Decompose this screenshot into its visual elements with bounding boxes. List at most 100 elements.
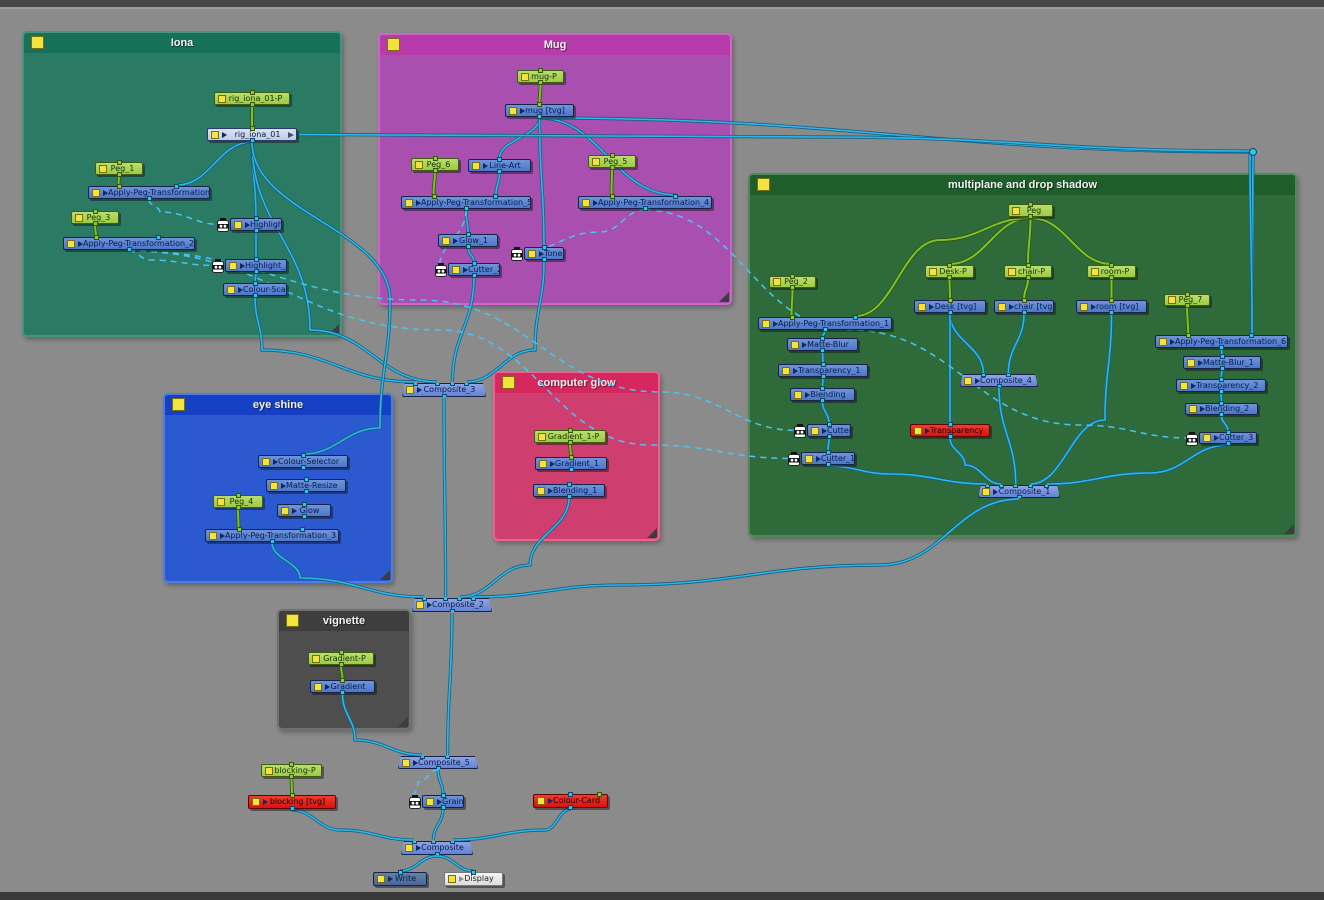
output-port[interactable] xyxy=(1184,303,1190,308)
output-port[interactable] xyxy=(249,138,255,143)
resize-handle-icon[interactable] xyxy=(719,292,729,302)
input-port[interactable] xyxy=(1218,377,1224,382)
input-port[interactable] xyxy=(471,870,476,875)
node-transp1[interactable]: Transparency_1 xyxy=(778,362,868,379)
input-port[interactable] xyxy=(413,381,418,386)
input-port[interactable] xyxy=(609,194,615,199)
input-port[interactable] xyxy=(249,90,255,95)
node-comp0[interactable]: Composite xyxy=(401,841,473,855)
edge-comp0-to-display[interactable] xyxy=(436,855,474,872)
mask-icon[interactable] xyxy=(216,217,230,232)
node-transp2[interactable]: Transparency_2 xyxy=(1176,377,1266,394)
group-note-icon[interactable] xyxy=(757,178,770,191)
note-icon[interactable] xyxy=(794,390,802,399)
input-port[interactable] xyxy=(397,870,403,875)
output-port[interactable] xyxy=(1109,310,1114,315)
output-port[interactable] xyxy=(1021,310,1027,315)
note-icon[interactable] xyxy=(281,506,289,515)
note-icon[interactable] xyxy=(582,198,590,207)
node-tone[interactable]: Tone xyxy=(511,245,564,262)
note-icon[interactable] xyxy=(762,319,770,328)
mask-icon[interactable] xyxy=(787,451,801,466)
node-mug[interactable]: mug [tvg] xyxy=(505,102,574,119)
input-port[interactable] xyxy=(471,261,477,266)
input-port[interactable] xyxy=(1109,263,1114,268)
input-port[interactable] xyxy=(820,362,826,367)
group-header-multiplane[interactable]: multiplane and drop shadow xyxy=(750,175,1295,195)
group-iona[interactable]: Iona xyxy=(22,31,342,337)
input-port[interactable] xyxy=(174,184,180,189)
node-apt2[interactable]: Apply-Peg-Transformation_2 xyxy=(63,235,195,252)
edge-comp2-to-comp5[interactable] xyxy=(446,612,453,756)
node-peg1[interactable]: Peg_1 xyxy=(95,160,143,177)
input-port[interactable] xyxy=(541,245,547,250)
note-icon[interactable] xyxy=(592,157,600,166)
note-icon[interactable] xyxy=(998,302,1006,311)
node-transp_red[interactable]: Transparency xyxy=(910,422,990,439)
input-port[interactable] xyxy=(852,315,858,320)
output-port[interactable] xyxy=(820,348,825,353)
node-apt6[interactable]: Apply-Peg-Transformation_6 xyxy=(1155,333,1288,350)
group-note-icon[interactable] xyxy=(172,398,185,411)
input-port[interactable] xyxy=(431,194,437,199)
input-port[interactable] xyxy=(435,381,440,386)
edge-blockp-to-block-outline[interactable] xyxy=(289,777,294,795)
note-icon[interactable] xyxy=(227,285,235,294)
input-port[interactable] xyxy=(1186,333,1192,338)
resize-handle-icon[interactable] xyxy=(329,324,339,334)
input-port[interactable] xyxy=(1249,333,1255,338)
node-glow1[interactable]: Glow_1 xyxy=(438,232,498,249)
node-gradp[interactable]: Gradient-P xyxy=(308,650,374,667)
output-port[interactable] xyxy=(567,440,573,445)
note-icon[interactable] xyxy=(209,531,217,540)
output-port[interactable] xyxy=(471,273,477,278)
group-header-computerglow[interactable]: computer glow xyxy=(495,373,658,393)
output-port[interactable] xyxy=(116,172,122,177)
output-port[interactable] xyxy=(609,165,615,170)
output-port[interactable] xyxy=(440,805,446,810)
note-icon[interactable] xyxy=(416,601,424,609)
note-icon[interactable] xyxy=(1180,381,1188,390)
resize-handle-icon[interactable] xyxy=(647,528,657,538)
note-icon[interactable] xyxy=(1091,267,1099,276)
edge-block-to-comp0-outline[interactable] xyxy=(291,808,414,842)
input-port[interactable] xyxy=(116,160,122,165)
note-icon[interactable] xyxy=(75,213,83,222)
input-port[interactable] xyxy=(568,792,573,797)
input-port[interactable] xyxy=(566,482,572,487)
note-icon[interactable] xyxy=(1203,434,1211,442)
note-icon[interactable] xyxy=(773,278,781,286)
group-vignette[interactable]: vignette xyxy=(277,609,411,730)
edge-grain-to-comp0[interactable] xyxy=(432,808,444,841)
note-icon[interactable] xyxy=(265,766,273,775)
note-icon[interactable] xyxy=(314,682,322,691)
node-colsel[interactable]: Colour-Selector xyxy=(258,453,348,470)
edge-comp0-to-write[interactable] xyxy=(399,855,438,872)
node-grad1[interactable]: Gradient_1 xyxy=(535,455,607,472)
note-icon[interactable] xyxy=(521,72,529,81)
output-port[interactable] xyxy=(1219,345,1224,350)
note-icon[interactable] xyxy=(918,302,926,311)
note-icon[interactable] xyxy=(472,161,480,170)
node-grain[interactable]: Grain xyxy=(409,793,464,810)
input-port[interactable] xyxy=(820,386,825,391)
node-grad1p[interactable]: Gradient_1-P xyxy=(534,428,606,445)
node-cutter3[interactable]: Cutter_3 xyxy=(1186,430,1257,446)
input-port[interactable] xyxy=(1021,298,1027,303)
output-port[interactable] xyxy=(1219,412,1224,417)
note-icon[interactable] xyxy=(811,426,819,435)
mask-icon[interactable] xyxy=(434,262,448,277)
node-highlight[interactable]: Highlight xyxy=(217,216,282,233)
input-port[interactable] xyxy=(826,422,832,427)
input-port[interactable] xyxy=(464,381,469,386)
node-grad[interactable]: Gradient xyxy=(310,678,375,695)
group-header-mug[interactable]: Mug xyxy=(380,35,730,55)
note-icon[interactable] xyxy=(537,486,545,495)
input-port[interactable] xyxy=(597,792,603,797)
input-port[interactable] xyxy=(440,793,446,798)
node-desk[interactable]: Desk [tvg] xyxy=(914,298,986,315)
note-icon[interactable] xyxy=(1008,267,1016,276)
output-port[interactable] xyxy=(252,293,258,298)
mask-icon[interactable] xyxy=(1185,431,1199,446)
note-icon[interactable] xyxy=(252,798,260,806)
